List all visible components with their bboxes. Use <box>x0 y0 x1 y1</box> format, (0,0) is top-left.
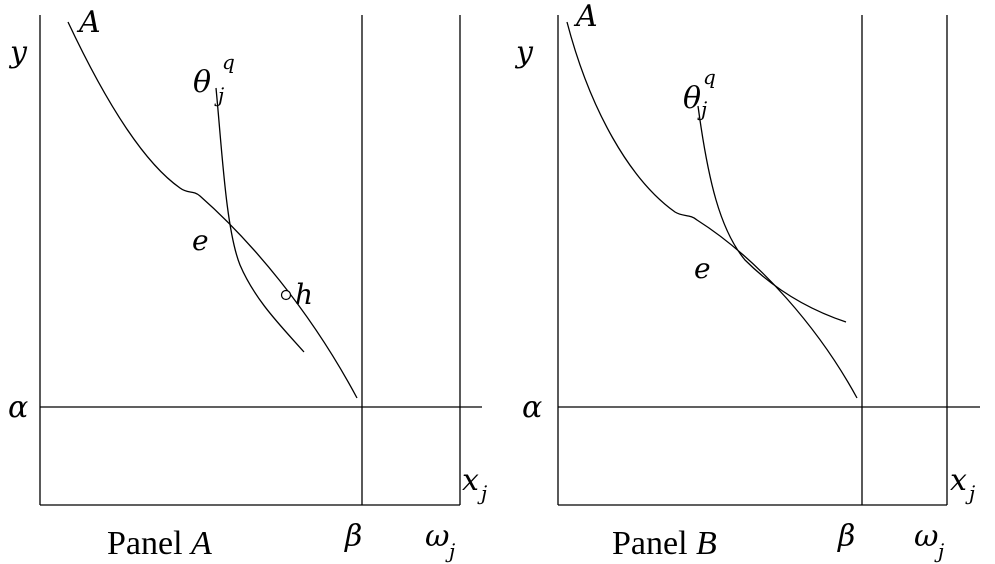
panel-a-point-h-label: h <box>295 278 313 311</box>
panel-b-point-e-label: e <box>694 252 711 285</box>
panel-a-point-h-marker <box>280 289 292 301</box>
panel-b-title: Panel B <box>612 525 717 562</box>
panel-b-curve-a <box>566 21 858 399</box>
panel-a-theta-sub: j <box>214 83 224 107</box>
panel-b-omega-label: ω <box>914 519 938 554</box>
panel-a-x-label: x <box>462 463 479 498</box>
panel-b-x-label: x <box>950 463 967 498</box>
panel-b: y A θ q j e α x j β ω j Panel B <box>514 0 980 563</box>
panel-a-y-label: y <box>8 35 28 70</box>
panel-a-omega-sub: j <box>445 539 455 563</box>
panel-b-curve-theta <box>697 105 847 323</box>
panel-a-omega-label: ω <box>425 519 449 554</box>
panel-a-beta-label: β <box>344 519 362 554</box>
panel-a-curve-a <box>67 21 358 399</box>
panel-b-beta-label: β <box>837 519 855 554</box>
panel-a-alpha-label: α <box>8 390 28 425</box>
panel-a-curve-a-label: A <box>76 5 101 40</box>
panel-a-x-sub: j <box>477 481 487 505</box>
panel-b-alpha-label: α <box>522 390 542 425</box>
panel-b-theta-label: θ <box>683 81 701 116</box>
panel-a: y A θ q j e h α x j β ω j Panel A <box>8 5 487 563</box>
panel-b-omega-sub: j <box>934 539 944 563</box>
panel-a-theta-sup: q <box>222 50 235 74</box>
panel-a-theta-label: θ <box>193 65 211 100</box>
panel-b-theta-sub: j <box>697 97 707 121</box>
panel-b-theta-sup: q <box>703 65 716 89</box>
panel-a-title: Panel A <box>107 525 212 562</box>
panel-b-y-label: y <box>514 35 534 70</box>
panel-b-x-sub: j <box>965 481 975 505</box>
panel-a-curve-theta <box>215 87 305 353</box>
panel-b-curve-a-label: A <box>573 0 598 34</box>
panel-a-point-e-label: e <box>192 224 209 257</box>
